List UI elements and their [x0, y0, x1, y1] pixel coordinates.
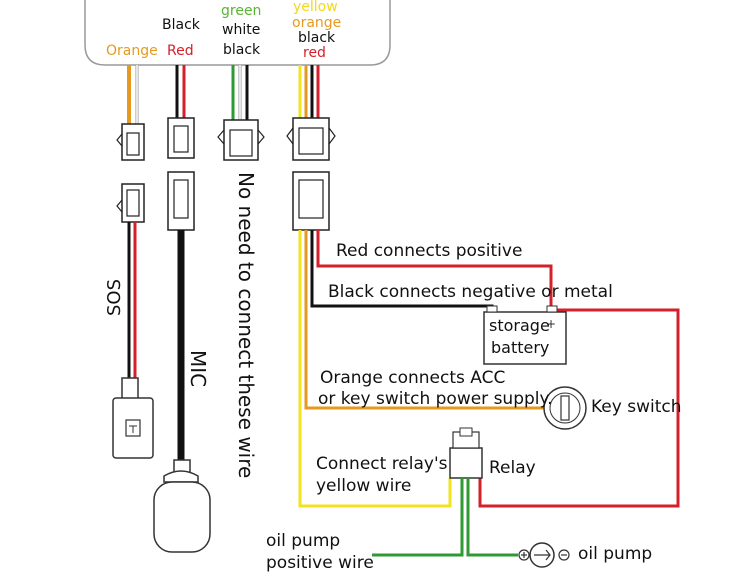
header-label-red: Red: [167, 43, 194, 59]
oil-pump-wire-label-line2: positive wire: [266, 553, 374, 573]
connector-icon: [286, 117, 336, 161]
red-wire: [316, 230, 553, 312]
oil-pump-motor-icon: [518, 542, 570, 568]
battery-label-line1: storage: [489, 316, 550, 335]
sos-button-icon: [112, 377, 154, 459]
main-wire-group: [286, 65, 336, 231]
svg-text:+: +: [546, 317, 556, 331]
unused-wire-group: [217, 65, 265, 161]
sos-wire-group: [112, 65, 154, 459]
red-relay-wire: [478, 308, 680, 508]
mic-label: MIC: [186, 350, 210, 388]
microphone-icon: [153, 459, 211, 553]
connector-icon: [116, 183, 145, 223]
header-label-white: white: [222, 22, 261, 38]
header-label-orange: Orange: [106, 43, 158, 59]
orange-acc-label-line2: or key switch power supply.: [318, 389, 553, 409]
connector-icon: [167, 117, 195, 159]
header-label-black-3: black: [298, 30, 336, 46]
relay-label: Relay: [489, 458, 536, 478]
relay-icon: [449, 427, 483, 479]
relay-yellow-label-line1: Connect relay's: [316, 454, 448, 474]
connector-icon: [116, 123, 145, 161]
no-connect-label: No need to connect these wire: [234, 172, 258, 479]
relay-yellow-label-line2: yellow wire: [316, 476, 412, 496]
green-wire-2: [466, 478, 518, 557]
orange-acc-label-line1: Orange connects ACC: [320, 368, 506, 388]
connector-icon: [217, 119, 265, 161]
orange-wire: [304, 230, 544, 410]
header-label-red-2: red: [303, 45, 326, 61]
oil-pump-label: oil pump: [578, 544, 653, 564]
green-wire-1: [372, 478, 464, 557]
yellow-wire: [298, 230, 452, 508]
connector-icon: [292, 171, 330, 231]
red-positive-label: Red connects positive: [336, 241, 523, 261]
header-label-yellow: yellow: [293, 0, 338, 15]
key-switch-icon: [543, 386, 587, 430]
header-label-black: Black: [162, 17, 200, 33]
oil-pump-wire-label-line1: oil pump: [266, 531, 341, 551]
mic-wire-group: [153, 65, 211, 553]
battery-label-line2: battery: [491, 338, 550, 357]
battery-icon: +: [483, 305, 567, 365]
header-label-orange-2: orange: [292, 15, 342, 31]
black-negative-label: Black connects negative or metal: [328, 282, 613, 302]
tracker-body: [84, 0, 391, 66]
key-switch-label: Key switch: [591, 397, 682, 417]
connector-icon: [167, 171, 195, 231]
sos-label: SOS: [104, 278, 125, 316]
header-label-black-2: black: [223, 42, 261, 58]
header-label-green: green: [221, 3, 262, 19]
